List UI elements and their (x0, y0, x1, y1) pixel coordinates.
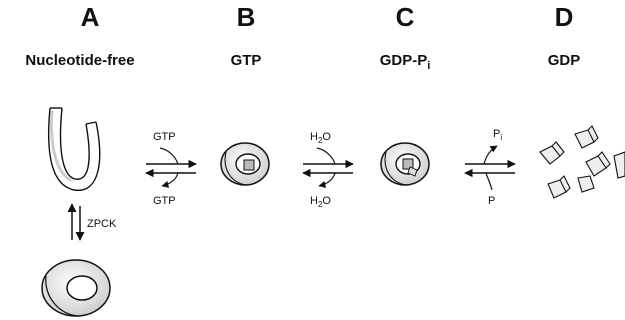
water-out-label: H2O (310, 195, 331, 209)
state-label-gdp: GDP (547, 52, 581, 69)
panel-letter-b: B (236, 2, 256, 32)
state-label-gtp: GTP (230, 52, 262, 69)
panel-letter-a: A (80, 2, 100, 32)
state-label-gdp-pi-main: GDP-P (379, 52, 428, 69)
gtp-bound-ring-icon (220, 142, 270, 186)
transition-c-d: Pi P (464, 128, 516, 207)
gtp-in-label: GTP (153, 131, 176, 143)
phosphate-release-label: Pi (493, 128, 502, 142)
state-label-gdp-pi: GDP-Pi (320, 52, 490, 72)
transition-a-b: GTP GTP (145, 131, 197, 207)
panel-letter-c: C (395, 2, 415, 32)
transition-b-c: H2O H2O (302, 131, 354, 209)
closed-ring-protein-icon (41, 259, 111, 317)
dissociated-subunits-icon (539, 125, 625, 199)
zpck-equilibrium-arrows: ZPCK (67, 203, 117, 241)
zpck-label: ZPCK (87, 218, 117, 230)
gtp-out-label: GTP (153, 195, 176, 207)
state-label-nucleotide-free: Nucleotide-free (25, 52, 135, 69)
panel-letter-d: D (554, 2, 574, 32)
phosphate-rebind-label: P (488, 195, 495, 207)
horseshoe-protein-icon (47, 107, 101, 191)
water-in-label: H2O (310, 131, 331, 145)
gdp-pi-bound-ring-icon (380, 142, 430, 186)
state-label-gdp-pi-sub: i (427, 60, 431, 72)
